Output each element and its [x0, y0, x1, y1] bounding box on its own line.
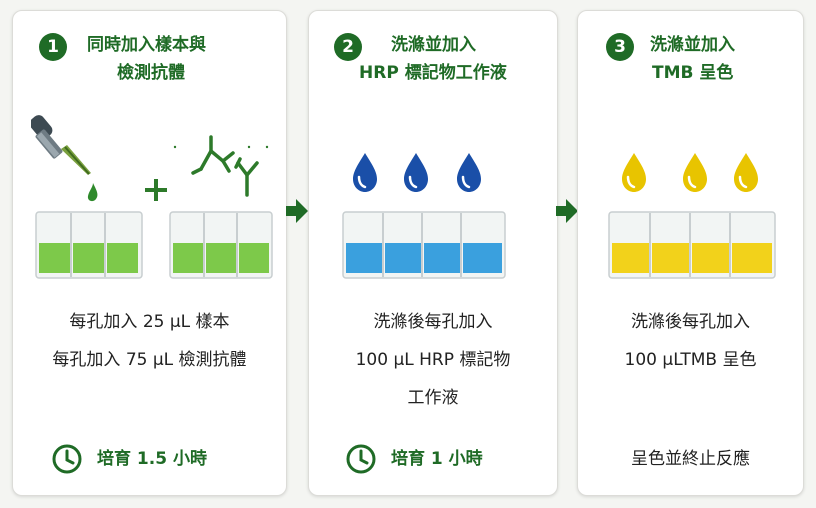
step-title-line-1: 洗滌並加入 [650, 35, 735, 55]
sample-wells-left [35, 211, 143, 279]
final-step-note: 呈色並終止反應 [631, 449, 750, 469]
step-2-panel: 2 洗滌並加入 HRP 標記物工作液 洗滌後每孔加入 100 µL HRP 標記… [308, 10, 558, 496]
next-step-arrow [286, 199, 308, 223]
step-title-line-2: TMB 呈色 [652, 63, 734, 83]
next-step-arrow [556, 199, 578, 223]
step-number-badge: 3 [606, 33, 634, 61]
antibody-icon [173, 135, 269, 197]
step-number-badge: 2 [334, 33, 362, 61]
step-body-line-1: 每孔加入 25 µL 樣本 [69, 312, 230, 332]
step-title-line-1: 同時加入樣本與 [87, 35, 206, 55]
tmb-wells [608, 211, 776, 279]
step-body-line-2: 每孔加入 75 µL 檢測抗體 [52, 350, 247, 370]
dropper-icon [31, 115, 98, 202]
incubation-time: 培育 1.5 小時 [97, 449, 207, 469]
step-1-panel: 1 同時加入樣本與 檢測抗體 [12, 10, 287, 496]
incubation-time: 培育 1 小時 [391, 449, 483, 469]
plus-icon [145, 179, 167, 201]
hrp-wells [342, 211, 506, 279]
clock-icon [346, 444, 376, 474]
step-title-line-2: 檢測抗體 [117, 63, 185, 83]
clock-icon [52, 444, 82, 474]
blue-drop-icon [353, 153, 481, 192]
yellow-drop-icon [622, 153, 758, 192]
step-body-line-1: 洗滌後每孔加入 [373, 312, 493, 332]
step-body-line-2: 100 µLTMB 呈色 [624, 350, 757, 370]
step-3-panel: 3 洗滌並加入 TMB 呈色 洗滌後每孔加入 100 µLTMB 呈色 呈色並終… [577, 10, 804, 496]
step-body-line-2: 100 µL HRP 標記物 [355, 350, 511, 370]
step-title-line-1: 洗滌並加入 [391, 35, 476, 55]
step-body-line-1: 洗滌後每孔加入 [631, 312, 750, 332]
step-number-badge: 1 [39, 33, 67, 61]
step-title-line-2: HRP 標記物工作液 [359, 63, 507, 83]
sample-wells-right [169, 211, 273, 279]
step-body-line-3: 工作液 [407, 388, 459, 408]
